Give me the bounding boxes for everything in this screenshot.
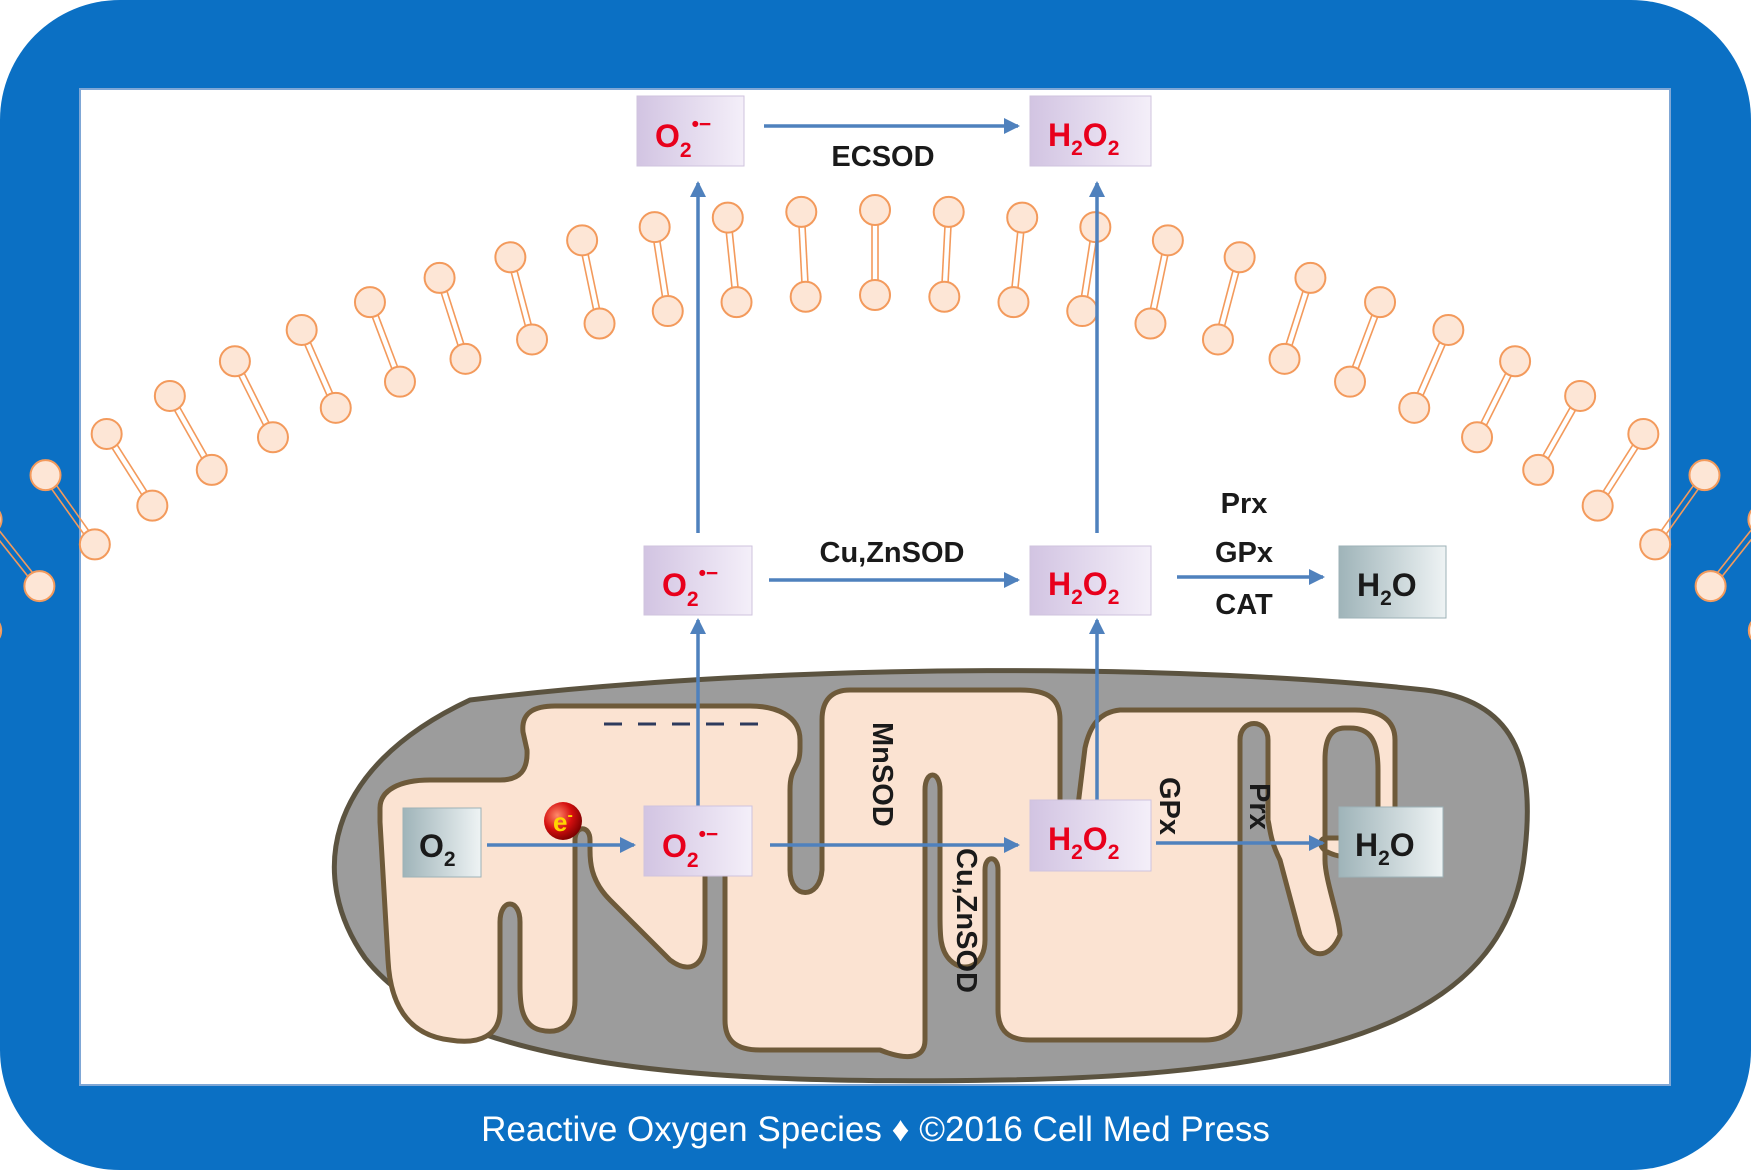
lipid-molecule: [29, 459, 111, 561]
water-mito-box: [1338, 806, 1444, 878]
enzyme-gpx-mito: GPx: [1153, 777, 1185, 835]
lipid-molecule: [859, 194, 891, 311]
species-nodes: O2•− H2O2 O2•− H2O2 H2O O2 e- O2•− H2O2 …: [402, 95, 1447, 878]
lipid-molecule: [1581, 417, 1660, 522]
superoxide-extracellular-box: [636, 95, 745, 167]
lipid-molecule: [1522, 379, 1597, 486]
electron-icon: [544, 802, 582, 840]
lipid-molecule: [1066, 211, 1112, 328]
oxygen-mito-box: [402, 807, 482, 878]
superoxide-extracellular: O2•−: [655, 113, 711, 162]
enzyme-prx-mito: Prx: [1243, 783, 1275, 830]
lipid-molecule: [1639, 459, 1721, 561]
oxygen-mito: O2: [419, 828, 456, 871]
h2o2-extracellular-box: [1029, 95, 1152, 167]
h2o2-cytosol: H2O2: [1048, 566, 1119, 609]
superoxide-cytosol-box: [643, 545, 753, 616]
enzyme-cuznsod-mito: Cu,ZnSOD: [950, 848, 982, 993]
footer-caption: Reactive Oxygen Species ♦ ©2016 Cell Med…: [481, 1110, 1270, 1149]
lipid-molecule: [1334, 286, 1397, 398]
lipid-molecule: [285, 313, 352, 424]
enzyme-cuznsod-cytosol: Cu,ZnSOD: [820, 537, 965, 569]
lipid-molecule: [494, 241, 549, 356]
water-cytosol-box: [1338, 545, 1447, 619]
lipid-molecule: [928, 195, 965, 313]
lipid-molecule: [997, 201, 1039, 319]
lipid-molecule: [711, 201, 753, 319]
superoxide-cytosol: O2•−: [662, 562, 718, 611]
enzyme-prx-cytosol: Prx: [1221, 488, 1268, 520]
lipid-molecule: [1694, 509, 1751, 603]
lipid-molecule: [0, 510, 56, 603]
reaction-arrows: [487, 118, 1325, 853]
lipid-molecule: [1134, 224, 1184, 340]
lipid-molecule: [566, 224, 616, 340]
lipid-molecule: [785, 195, 822, 313]
h2o2-mito-box: [1029, 799, 1152, 872]
lipid-molecule: [218, 345, 289, 454]
lipid-molecule: [1201, 241, 1256, 356]
lipid-molecule: [638, 211, 684, 328]
cell-membrane: [0, 194, 1751, 641]
lipid-molecule: [353, 286, 416, 398]
enzyme-gpx-cytosol: GPx: [1215, 537, 1273, 569]
lipid-molecule: [90, 417, 169, 522]
lipid-molecule: [0, 622, 3, 639]
h2o2-cytosol-box: [1029, 545, 1152, 616]
lipid-molecule: [423, 261, 482, 375]
enzyme-ecsod: ECSOD: [831, 141, 934, 173]
lipid-molecule: [153, 379, 228, 486]
superoxide-mito-box: [643, 805, 753, 877]
enzyme-labels: ECSOD Cu,ZnSOD Prx GPx CAT MnSOD Cu,ZnSO…: [820, 141, 1276, 993]
lipid-molecule: [1398, 313, 1465, 424]
enzyme-mnsod: MnSOD: [866, 722, 898, 827]
electron: e-: [553, 807, 573, 837]
lipid-molecule: [1461, 345, 1532, 454]
superoxide-mito: O2•−: [662, 823, 718, 872]
water-mito: H2O: [1355, 827, 1415, 870]
h2o2-extracellular: H2O2: [1048, 117, 1119, 160]
mitochondrion: [331, 668, 1530, 1084]
h2o2-mito: H2O2: [1048, 821, 1119, 864]
lipid-molecule: [1268, 261, 1327, 375]
enzyme-cat-cytosol: CAT: [1215, 589, 1273, 621]
water-cytosol: H2O: [1357, 567, 1417, 610]
lipid-molecule: [1747, 620, 1751, 641]
